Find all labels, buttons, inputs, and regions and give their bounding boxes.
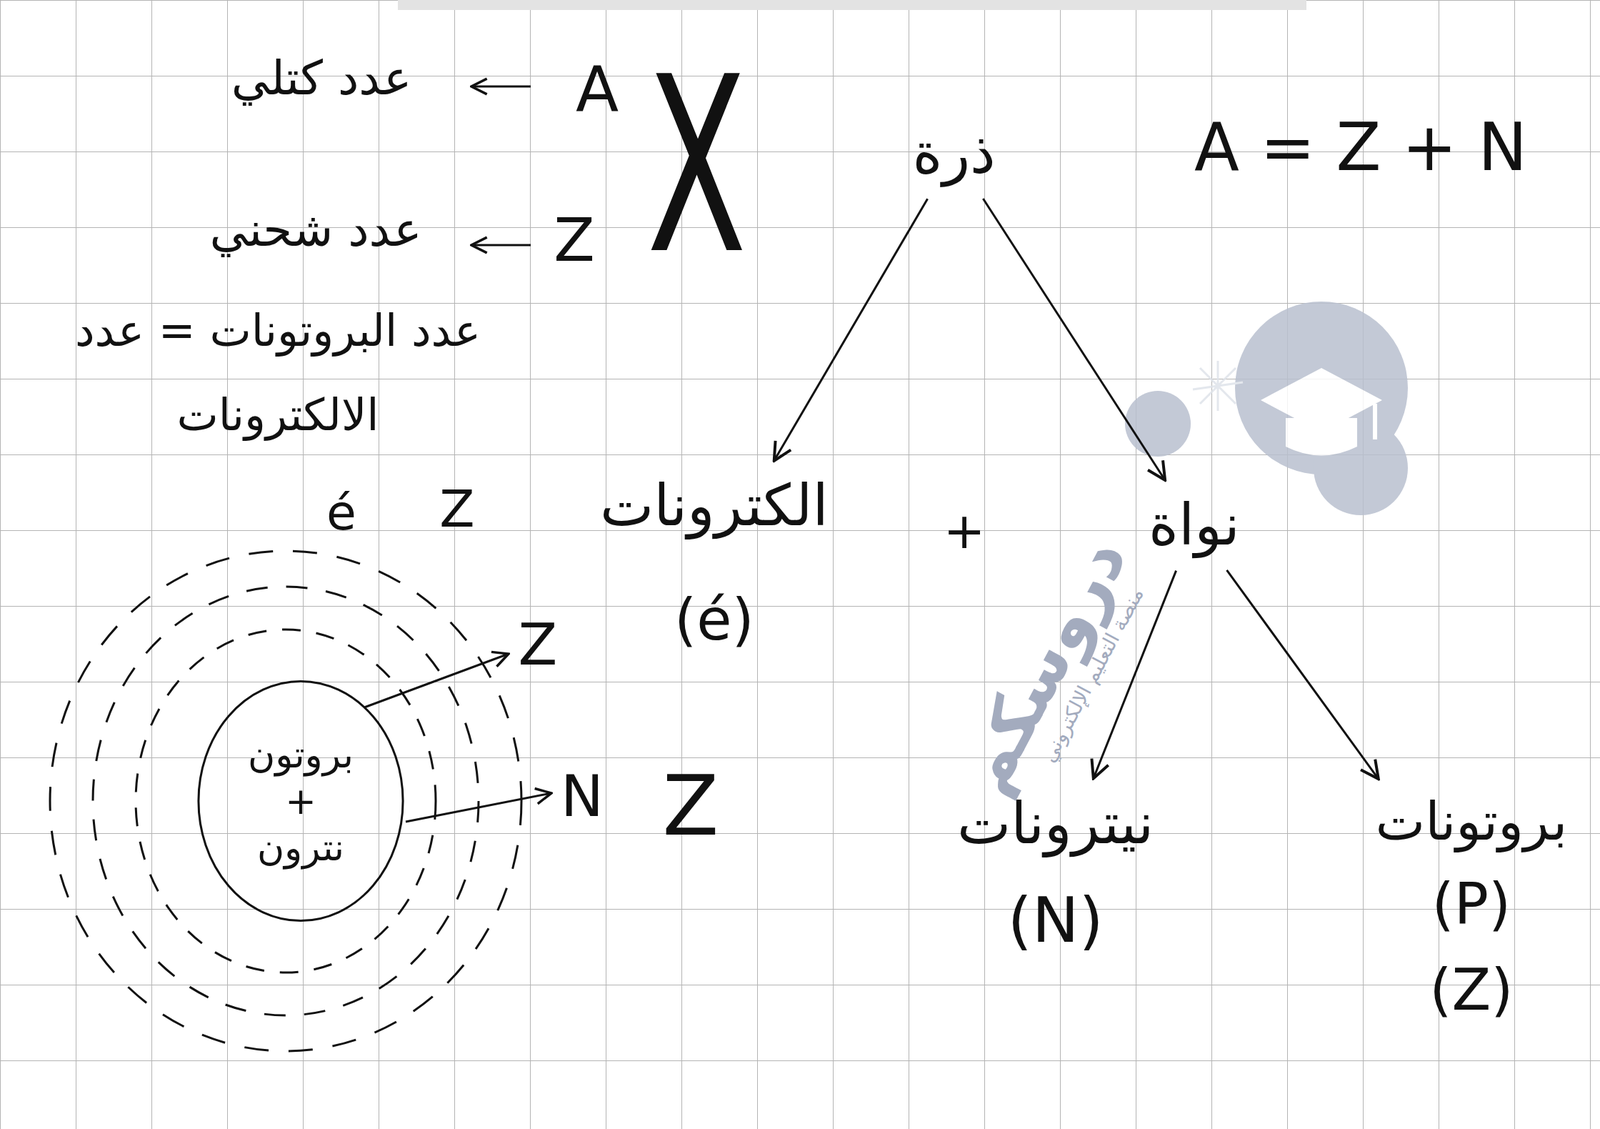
watermark: دروسكم xyxy=(942,523,1144,805)
leader-lines xyxy=(364,86,552,822)
term-label: عدد كتلي xyxy=(231,50,413,107)
node-text: نترون xyxy=(257,824,345,871)
arrow-connector xyxy=(774,198,928,461)
node-text: بروتون xyxy=(247,731,354,778)
plus-sign: + xyxy=(943,500,986,561)
nucleus-circle: بروتون+نترون xyxy=(196,678,405,923)
logo-cap-base xyxy=(1285,417,1358,456)
protons-node: بروتونات (P) (Z) xyxy=(1370,782,1574,1032)
symbol-letter: Z xyxy=(553,204,595,277)
formula: A = Z + N xyxy=(1194,108,1528,188)
node-text: (é) xyxy=(674,584,755,656)
nucleus-node: نواة xyxy=(1142,483,1246,567)
neutrons-node: نيترونات (N) xyxy=(951,782,1160,965)
top-bar xyxy=(397,0,1307,10)
symbol-letter: Z xyxy=(662,756,720,855)
electron-shell xyxy=(135,629,436,973)
arrow-symbol xyxy=(471,85,531,88)
logo-tassel xyxy=(1372,403,1378,440)
node-text: (Z) xyxy=(1429,954,1513,1026)
symbol-letter: A xyxy=(575,51,619,128)
leader-line xyxy=(364,653,509,708)
node-text: نيترونات xyxy=(957,787,1154,860)
note-text: عدد البروتونات = عدد الالكترونات xyxy=(6,288,550,458)
electrons-node: الكترونات (é) xyxy=(594,464,835,662)
element-symbol: X xyxy=(646,20,747,312)
node-text: (N) xyxy=(1007,880,1104,960)
logo-sparkle xyxy=(1192,360,1243,411)
electron-symbol: é xyxy=(326,483,357,543)
arrow-connector xyxy=(982,198,1165,480)
node-text: بروتونات xyxy=(1375,787,1568,855)
arrow-connector xyxy=(1227,570,1379,779)
node-text: (P) xyxy=(1432,868,1512,940)
term-label: عدد شحني xyxy=(209,201,422,258)
node-text: نواة xyxy=(1148,489,1240,561)
atom-node: ذرة xyxy=(907,112,1002,195)
logo-dot xyxy=(1125,390,1191,457)
node-text: + xyxy=(285,777,317,825)
symbol-letter: Z xyxy=(439,477,475,540)
electron-shell xyxy=(50,550,522,1051)
symbol-letter: N xyxy=(560,762,604,831)
electron-shell xyxy=(92,586,479,1015)
node-text: ذرة xyxy=(912,117,996,190)
atom-drawing xyxy=(50,550,522,1051)
watermark-logo xyxy=(1125,301,1408,515)
node-text: الكترونات xyxy=(600,470,829,542)
symbol-letter: Z xyxy=(518,610,558,680)
arrow-symbol xyxy=(471,244,531,247)
nucleus-outline xyxy=(198,680,403,920)
leader-line xyxy=(405,792,552,822)
